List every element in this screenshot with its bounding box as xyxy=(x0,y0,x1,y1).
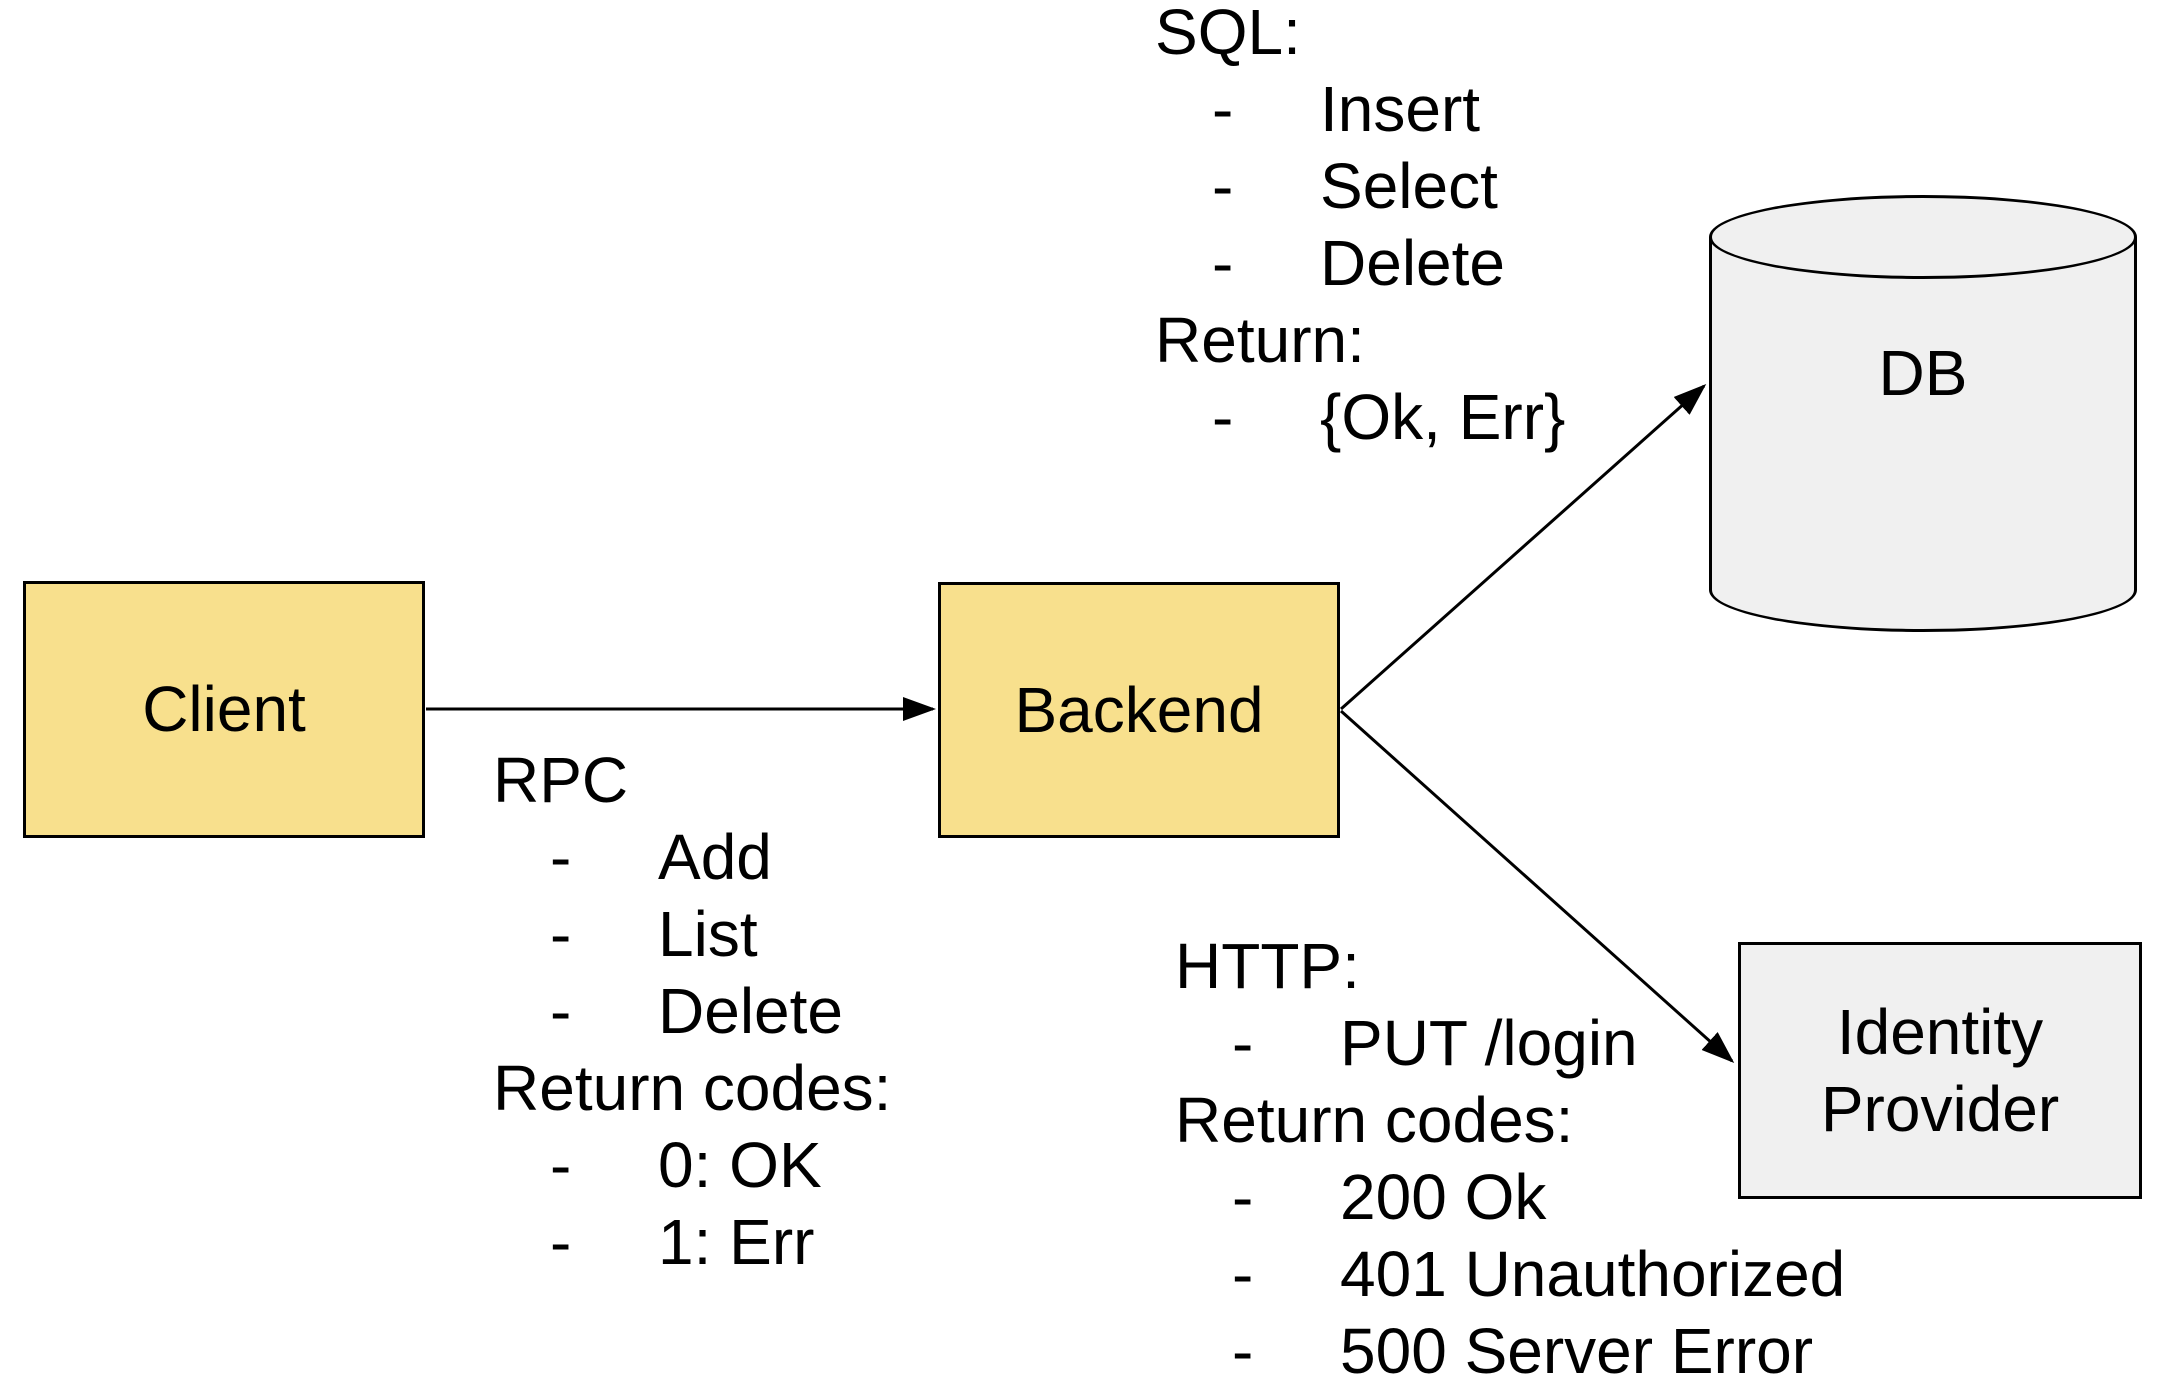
db-node-label: DB xyxy=(1878,337,1968,409)
bullet-dash: - xyxy=(550,975,572,1047)
sql-annotation-item-text: {Ok, Err} xyxy=(1320,381,1566,453)
bullet-dash: - xyxy=(1212,381,1234,453)
connector-backend-idp xyxy=(1339,709,1735,1064)
client-node: Client xyxy=(23,581,425,838)
sql-annotation-header: SQL: xyxy=(1155,0,1301,68)
identity-provider-node: Identity Provider xyxy=(1738,942,2142,1199)
db-cylinder-body xyxy=(1709,237,2137,590)
connector-backend-db xyxy=(1340,384,1707,711)
http-annotation-item: - 401 Unauthorized xyxy=(1175,1236,1845,1313)
http-annotation: HTTP: -PUT /login Return codes: -200 Ok … xyxy=(1175,928,1845,1390)
bullet-dash: - xyxy=(1232,1238,1254,1310)
rpc-annotation-item-text: Delete xyxy=(658,975,843,1047)
http-annotation-item-text: PUT /login xyxy=(1340,1007,1638,1079)
sql-annotation-item: - {Ok, Err} xyxy=(1155,379,1565,456)
http-annotation-item: - 200 Ok xyxy=(1175,1159,1845,1236)
sql-annotation-item: - Insert xyxy=(1155,71,1565,148)
rpc-annotation: RPC - Add - List - Delete Return codes: - 0:… xyxy=(493,742,891,1281)
bullet-dash: - xyxy=(550,898,572,970)
rpc-annotation-item-text: 0: OK xyxy=(658,1129,822,1201)
backend-node-label: Backend xyxy=(1014,673,1264,746)
client-node-label: Client xyxy=(142,673,306,745)
bullet-dash: - xyxy=(550,821,572,893)
rpc-annotation-item: - 1: Err xyxy=(493,1204,891,1281)
bullet-dash: - xyxy=(1212,227,1234,299)
rpc-annotation-header: Return codes: xyxy=(493,1052,892,1124)
rpc-annotation-header: RPC xyxy=(493,744,629,816)
rpc-annotation-item-text: 1: Err xyxy=(658,1206,815,1278)
http-annotation-item-text: 401 Unauthorized xyxy=(1340,1238,1846,1310)
sql-annotation-item-text: Delete xyxy=(1320,227,1505,299)
rpc-annotation-item-text: List xyxy=(658,898,758,970)
bullet-dash: - xyxy=(550,1129,572,1201)
rpc-annotation-item: - Add xyxy=(493,819,891,896)
rpc-annotation-item: - Delete xyxy=(493,973,891,1050)
sql-annotation: SQL: - Insert - Select - Delete Return: - {O… xyxy=(1155,0,1565,456)
http-annotation-item: - PUT /login xyxy=(1175,1005,1845,1082)
http-annotation-item: - 500 Server Error xyxy=(1175,1313,1845,1390)
http-annotation-item-text: 500 Server Error xyxy=(1340,1315,1814,1387)
db-cylinder-top xyxy=(1709,195,2137,279)
bullet-dash: - xyxy=(1232,1007,1254,1079)
http-annotation-item-text: 200 Ok xyxy=(1340,1161,1547,1233)
bullet-dash: - xyxy=(1232,1315,1254,1387)
sql-annotation-item: - Delete xyxy=(1155,225,1565,302)
db-cylinder-node: DB xyxy=(1709,195,2137,632)
rpc-annotation-item: - 0: OK xyxy=(493,1127,891,1204)
http-annotation-header: HTTP: xyxy=(1175,930,1360,1002)
rpc-annotation-item-text: Add xyxy=(658,821,772,893)
identity-provider-label-line1: Identity xyxy=(1836,995,2044,1068)
sql-annotation-item-text: Select xyxy=(1320,150,1498,222)
sql-annotation-item-text: Insert xyxy=(1320,73,1481,145)
sql-annotation-header: Return: xyxy=(1155,304,1365,376)
bullet-dash: - xyxy=(1232,1161,1254,1233)
bullet-dash: - xyxy=(1212,150,1234,222)
http-annotation-header: Return codes: xyxy=(1175,1084,1574,1156)
bullet-dash: - xyxy=(550,1206,572,1278)
sql-annotation-item: - Select xyxy=(1155,148,1565,225)
identity-provider-label-line2: Provider xyxy=(1820,1072,2060,1145)
bullet-dash: - xyxy=(1212,73,1234,145)
rpc-annotation-item: - List xyxy=(493,896,891,973)
backend-node: Backend xyxy=(938,582,1340,838)
